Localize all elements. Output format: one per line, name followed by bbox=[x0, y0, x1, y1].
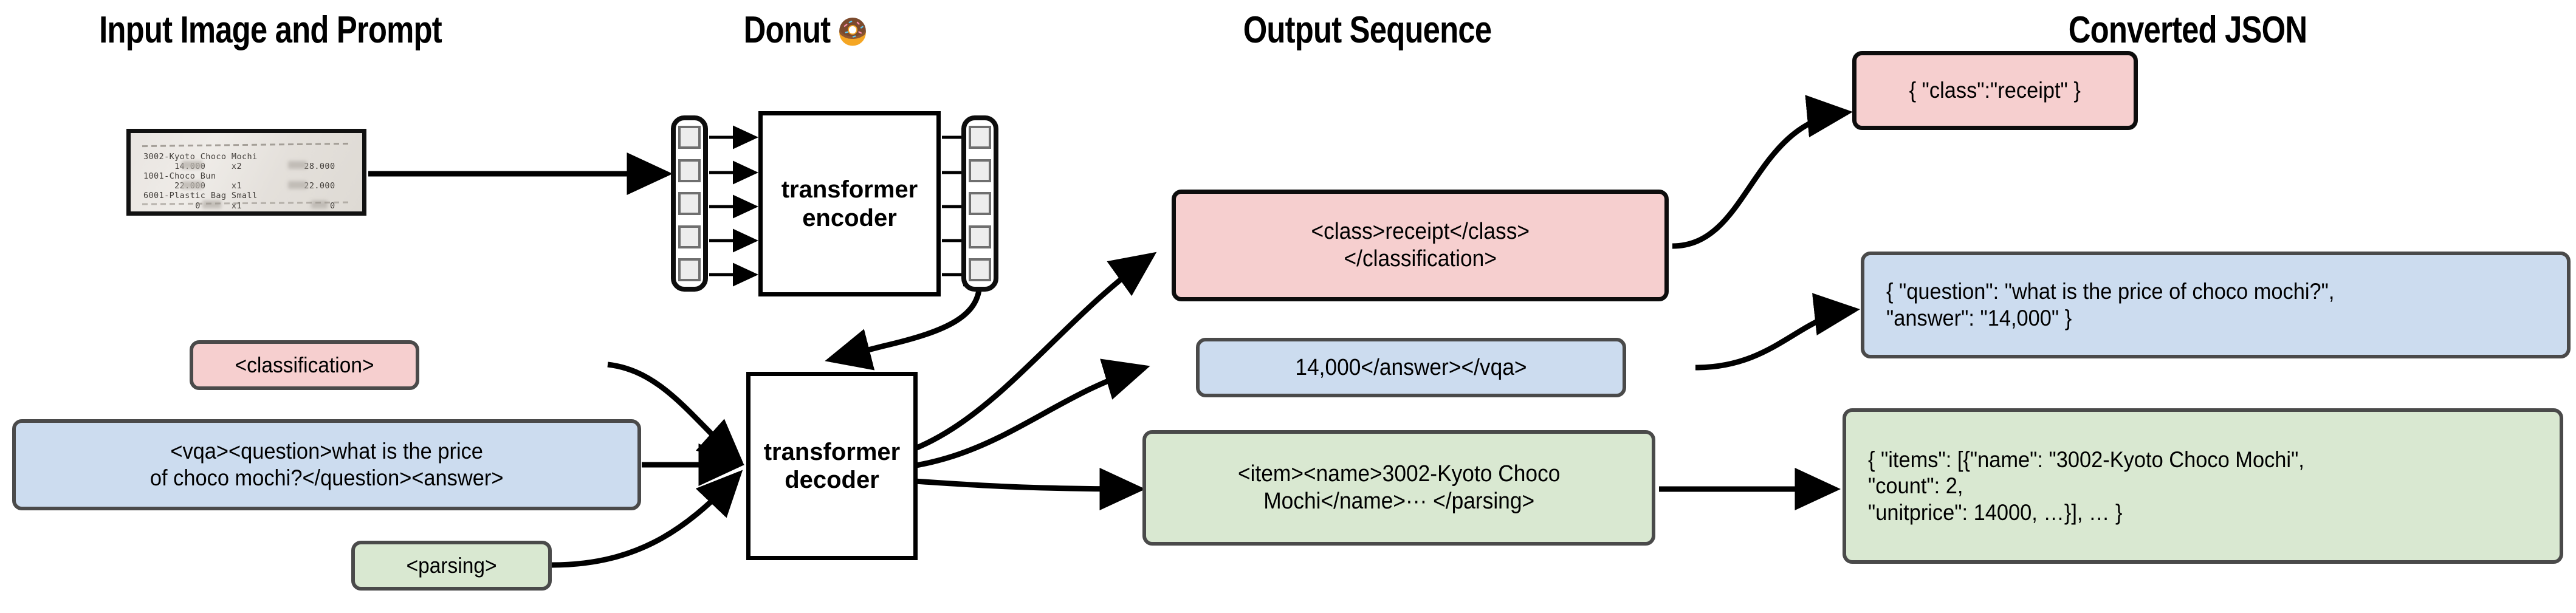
output-sequence-vqa[interactable]: 14,000</answer></vqa> bbox=[1196, 338, 1626, 397]
prompt-parsing-text: <parsing> bbox=[406, 552, 497, 578]
column-title-input: Input Image and Prompt bbox=[99, 9, 442, 51]
token-cell bbox=[678, 159, 701, 182]
token-cell bbox=[969, 192, 991, 215]
encoder-input-arrows bbox=[709, 125, 758, 287]
token-cell bbox=[678, 192, 701, 215]
transformer-encoder-label: transformer encoder bbox=[781, 176, 918, 231]
column-title-output: Output Sequence bbox=[1243, 9, 1492, 51]
encoder-input-token-strip bbox=[671, 115, 708, 292]
encoder-output-token-strip bbox=[961, 115, 998, 292]
receipt-redaction-2 bbox=[288, 161, 307, 170]
prompt-vqa-text: <vqa><question>what is the price of choc… bbox=[149, 439, 504, 490]
token-cell bbox=[678, 126, 701, 149]
token-cell bbox=[969, 126, 991, 149]
donut-emoji-icon bbox=[839, 18, 866, 46]
output-parsing-text: <item><name>3002-Kyoto Choco Mochi</name… bbox=[1237, 461, 1561, 514]
output-sequence-classification[interactable]: <class>receipt</class> </classification> bbox=[1172, 190, 1669, 301]
transformer-decoder-label: transformer decoder bbox=[763, 438, 901, 493]
json-parsing-text: { "items": [{"name": "3002-Kyoto Choco M… bbox=[1868, 447, 2304, 525]
output-sequence-parsing[interactable]: <item><name>3002-Kyoto Choco Mochi</name… bbox=[1142, 430, 1655, 546]
receipt-line-5: 6001-Plastic Bag Small bbox=[143, 191, 258, 201]
input-receipt-image[interactable]: 3002-Kyoto Choco Mochi 14.000 x2 28.000 … bbox=[126, 129, 366, 216]
column-title-json: Converted JSON bbox=[2068, 9, 2307, 51]
converted-json-parsing[interactable]: { "items": [{"name": "3002-Kyoto Choco M… bbox=[1843, 408, 2563, 564]
output-vqa-text: 14,000</answer></vqa> bbox=[1295, 354, 1527, 380]
json-classification-text: { "class":"receipt" } bbox=[1909, 78, 2081, 103]
prompt-box-classification[interactable]: <classification> bbox=[190, 340, 419, 390]
receipt-redaction-1 bbox=[181, 161, 203, 170]
transformer-encoder-block[interactable]: transformer encoder bbox=[758, 111, 941, 296]
receipt-dashed-rule-top bbox=[142, 142, 351, 148]
prompt-box-vqa[interactable]: <vqa><question>what is the price of choc… bbox=[12, 419, 641, 510]
json-vqa-text: { "question": "what is the price of choc… bbox=[1886, 279, 2335, 330]
converted-json-vqa[interactable]: { "question": "what is the price of choc… bbox=[1861, 252, 2571, 358]
token-cell bbox=[969, 258, 991, 281]
output-classification-text: <class>receipt</class> </classification> bbox=[1311, 219, 1530, 272]
token-cell bbox=[969, 225, 991, 248]
prompt-box-parsing[interactable]: <parsing> bbox=[351, 541, 552, 591]
token-cell bbox=[969, 159, 991, 182]
token-cell bbox=[678, 258, 701, 281]
receipt-redaction-3 bbox=[181, 180, 203, 189]
prompt-classification-text: <classification> bbox=[235, 352, 374, 377]
receipt-line-3: 1001-Choco Bun bbox=[143, 171, 216, 182]
transformer-decoder-block[interactable]: transformer decoder bbox=[746, 372, 918, 560]
token-cell bbox=[678, 225, 701, 248]
column-title-donut: Donut bbox=[743, 9, 831, 51]
converted-json-classification[interactable]: { "class":"receipt" } bbox=[1852, 51, 2138, 130]
receipt-redaction-4 bbox=[288, 180, 307, 189]
receipt-line-1: 3002-Kyoto Choco Mochi bbox=[143, 151, 258, 162]
